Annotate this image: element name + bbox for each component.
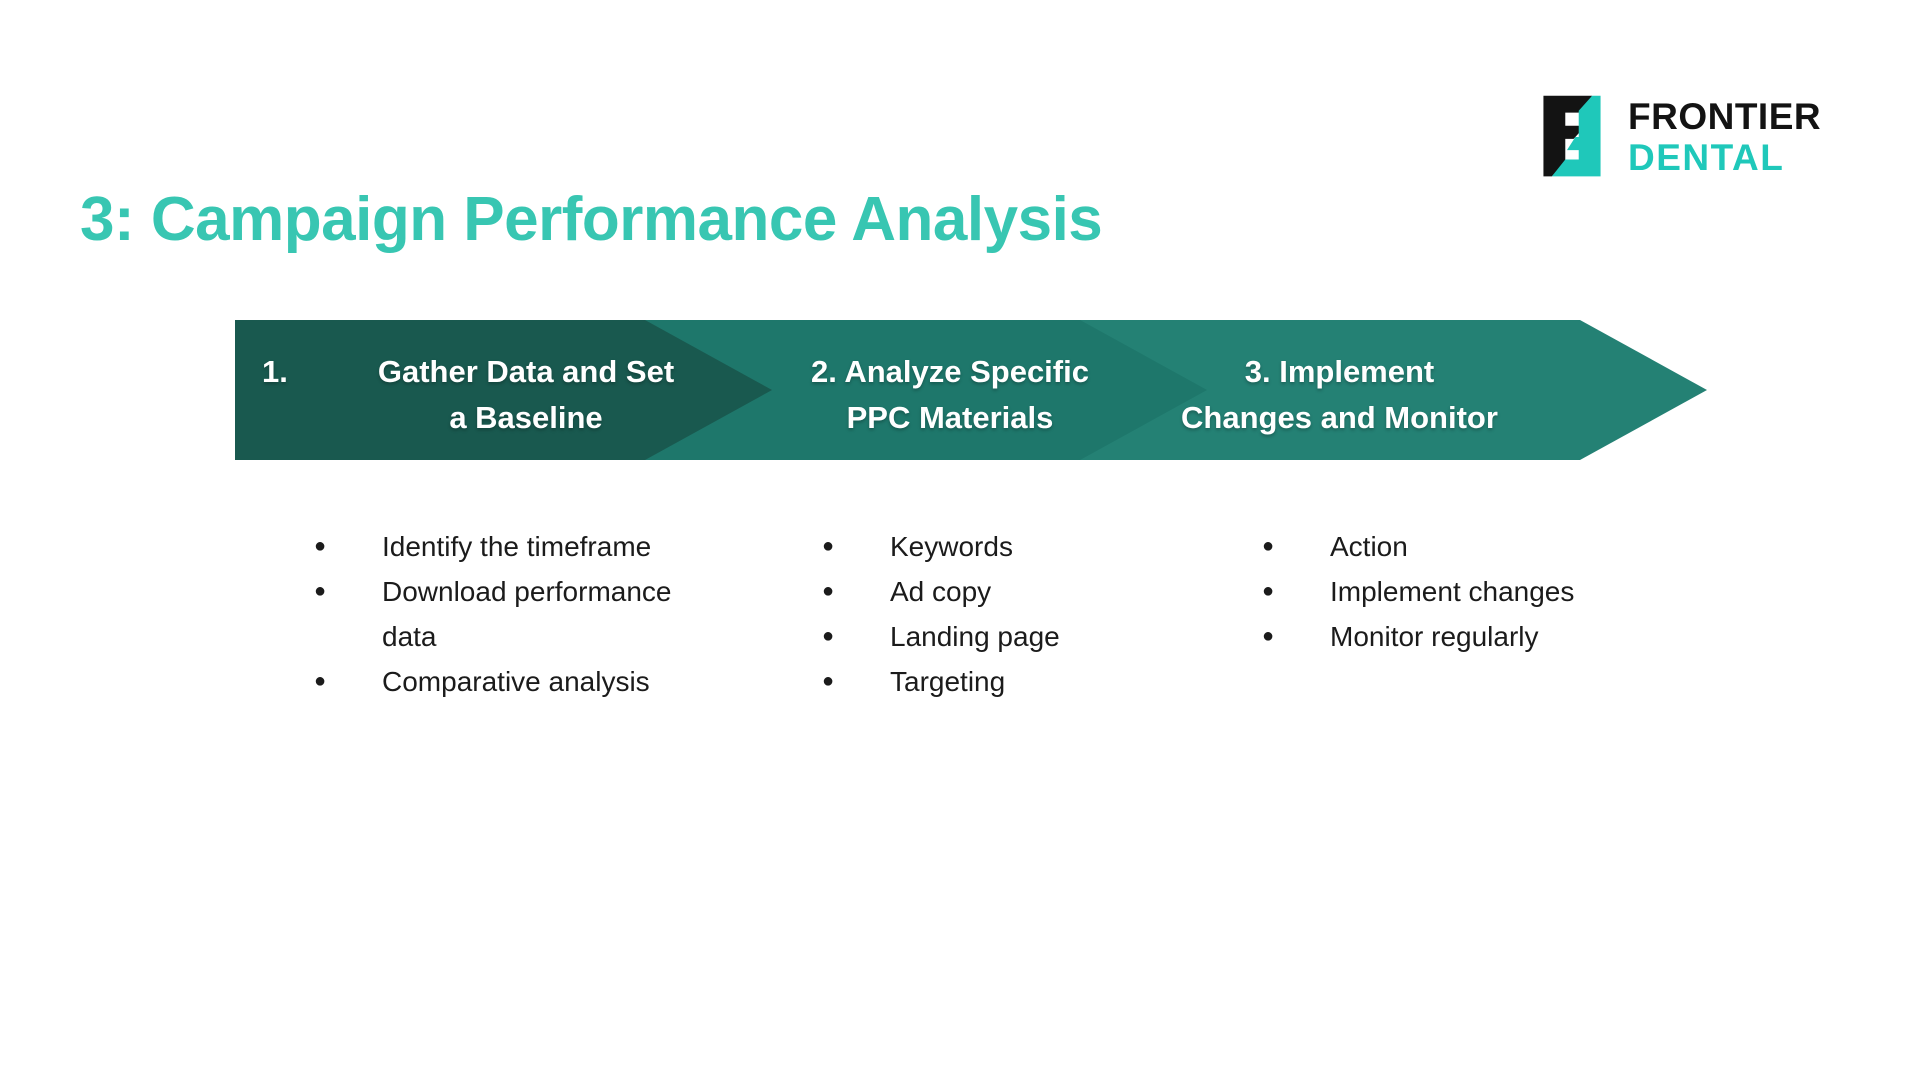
step-1-label: 1. Gather Data and Set a Baseline	[262, 349, 704, 441]
list-item: Comparative analysis	[310, 659, 684, 704]
step-3-label: 3. Implement Changes and Monitor	[1152, 349, 1527, 441]
step-2-bullet-list: Keywords Ad copy Landing page Targeting	[818, 524, 1148, 704]
list-item: Implement changes	[1258, 569, 1603, 614]
list-item: Landing page	[818, 614, 1148, 659]
monogram-teal-f-shape	[1551, 95, 1601, 177]
logo: FRONTIER DENTAL	[1530, 92, 1821, 182]
list-item: Download performance data	[310, 569, 684, 659]
list-item: Action	[1258, 524, 1603, 569]
step-3-title-line-1: 3. Implement	[1244, 354, 1435, 389]
step-1-title-line-2: a Baseline	[449, 400, 603, 435]
step-2-label: 2. Analyze Specific PPC Materials	[765, 349, 1135, 441]
step-3-title-line-2: Changes and Monitor	[1181, 400, 1498, 435]
step-1-title-line-1: Gather Data and Set	[377, 354, 675, 389]
step-1-number: 1.	[262, 354, 288, 389]
list-item: Identify the timeframe	[310, 524, 684, 569]
slide-title: 3: Campaign Performance Analysis	[80, 185, 1103, 254]
step-2-arrow-shape	[580, 320, 1207, 460]
process-arrow-diagram	[235, 320, 1707, 460]
step-1-title: Gather Data and Set a Baseline	[348, 349, 704, 441]
list-item: Ad copy	[818, 569, 1148, 614]
step-1-arrow-shape	[235, 320, 772, 460]
list-item: Targeting	[818, 659, 1148, 704]
monogram-black-f-shape	[1543, 95, 1593, 177]
frontier-dental-monogram-icon	[1543, 95, 1601, 177]
logo-brand-name-bottom: DENTAL	[1628, 137, 1785, 178]
step-3-bullet-list: Action Implement changes Monitor regular…	[1258, 524, 1603, 659]
step-1-bullet-list: Identify the timeframe Download performa…	[310, 524, 684, 704]
logo-brand-name-top: FRONTIER	[1628, 96, 1822, 137]
list-item: Keywords	[818, 524, 1148, 569]
step-2-title-line-2: PPC Materials	[846, 400, 1054, 435]
step-2-title-line-1: 2. Analyze Specific	[811, 354, 1089, 389]
list-item: Monitor regularly	[1258, 614, 1603, 659]
logo-wordmark: FRONTIER DENTAL	[1628, 96, 1821, 178]
